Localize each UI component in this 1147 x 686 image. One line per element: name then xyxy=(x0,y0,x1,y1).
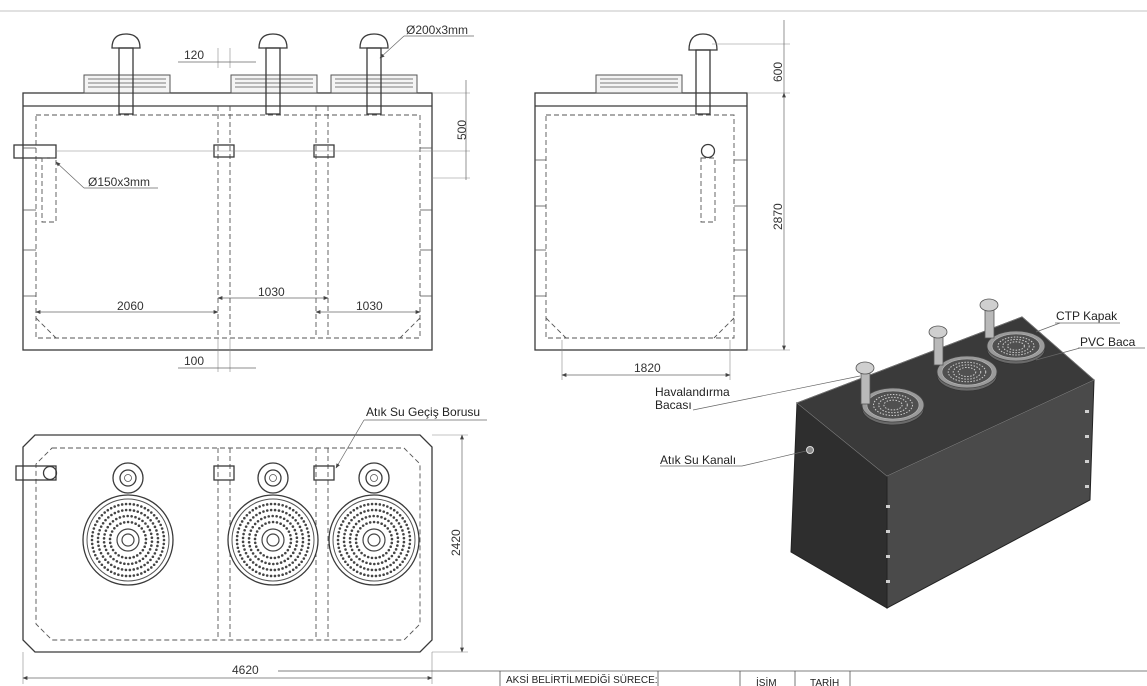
dim-gap-120: 120 xyxy=(184,48,204,62)
isometric-view xyxy=(790,298,1095,609)
iso-ctp-cover-2 xyxy=(936,355,998,392)
ctp-cover-front-3 xyxy=(330,74,418,94)
dim-length-4620: 4620 xyxy=(232,663,259,677)
transfer-pipe-top-2 xyxy=(313,465,335,481)
label-pvc-pipe: PVC Baca xyxy=(1080,335,1136,349)
waste-channel-opening xyxy=(806,446,814,454)
label-vent-stack-line2: Bacası xyxy=(655,398,692,412)
vent-pipe-1 xyxy=(111,33,141,115)
title-block: AKSİ BELİRTİLMEDİĞİ SÜRECE: İSİM TARİH xyxy=(278,670,1147,686)
dim-depth-500: 500 xyxy=(455,120,469,140)
dim-height-600: 600 xyxy=(771,62,785,82)
vent-pipe-side xyxy=(688,33,718,115)
ctp-cover-front-2 xyxy=(230,74,318,94)
label-transfer-pipe: Atık Su Geçiş Borusu xyxy=(366,405,480,419)
label-vent-stack-line1: Havalandırma xyxy=(655,385,730,399)
title-block-name: İSİM xyxy=(756,676,777,686)
side-view xyxy=(534,33,748,351)
dim-height-2870: 2870 xyxy=(771,203,785,230)
inlet-pipe xyxy=(13,144,57,159)
dim-drain-pipe: Ø150x3mm xyxy=(88,175,150,189)
label-ctp-cover: CTP Kapak xyxy=(1056,309,1118,323)
iso-vent-pipe-3 xyxy=(979,298,999,339)
iso-vent-pipe-2 xyxy=(928,325,948,366)
title-block-date: TARİH xyxy=(810,676,839,686)
isometric-labels: CTP Kapak PVC Baca Havalandırma Bacası A… xyxy=(655,309,1145,467)
iso-ctp-cover-1 xyxy=(861,387,925,426)
vent-pipe-top-2 xyxy=(257,462,289,494)
iso-ctp-cover-3 xyxy=(986,330,1046,365)
ctp-cover-top-2 xyxy=(227,494,319,586)
dim-width-2420: 2420 xyxy=(449,529,463,556)
top-view-outline xyxy=(22,434,433,653)
dim-chamber-1030-a: 1030 xyxy=(258,285,285,299)
ctp-cover-top-3 xyxy=(328,494,420,586)
vent-pipe-top-3 xyxy=(358,462,390,494)
top-view xyxy=(15,434,433,653)
front-view-outline xyxy=(22,92,433,351)
ctp-cover-top-1 xyxy=(82,494,174,586)
transfer-pipe-top-1 xyxy=(213,465,235,481)
side-view-outline xyxy=(534,92,748,351)
dim-wall-100: 100 xyxy=(184,354,204,368)
ctp-cover-front-1 xyxy=(83,74,171,94)
front-view-inner-hidden xyxy=(35,114,421,339)
vent-pipe-2 xyxy=(258,33,288,115)
vent-pipe-top-1 xyxy=(112,462,144,494)
outlet-opening-side xyxy=(700,143,716,159)
front-view xyxy=(13,33,470,351)
title-block-note: AKSİ BELİRTİLMEDİĞİ SÜRECE: xyxy=(506,673,658,686)
dim-vent-pipe: Ø200x3mm xyxy=(406,23,468,37)
dim-chamber-1030-b: 1030 xyxy=(356,299,383,313)
iso-vent-pipe-1 xyxy=(855,361,875,405)
label-waste-channel: Atık Su Kanalı xyxy=(660,453,736,467)
side-view-dimensions: 600 2870 1820 xyxy=(561,20,790,380)
top-view-dimensions: Atık Su Geçiş Borusu 2420 4620 xyxy=(22,405,487,684)
front-view-dimensions: 120 Ø200x3mm Ø150x3mm 500 2060 1030 1030… xyxy=(35,23,474,372)
dim-width-1820: 1820 xyxy=(634,361,661,375)
dim-chamber-2060: 2060 xyxy=(117,299,144,313)
vent-pipe-3 xyxy=(359,33,389,115)
ctp-cover-side xyxy=(595,74,683,94)
